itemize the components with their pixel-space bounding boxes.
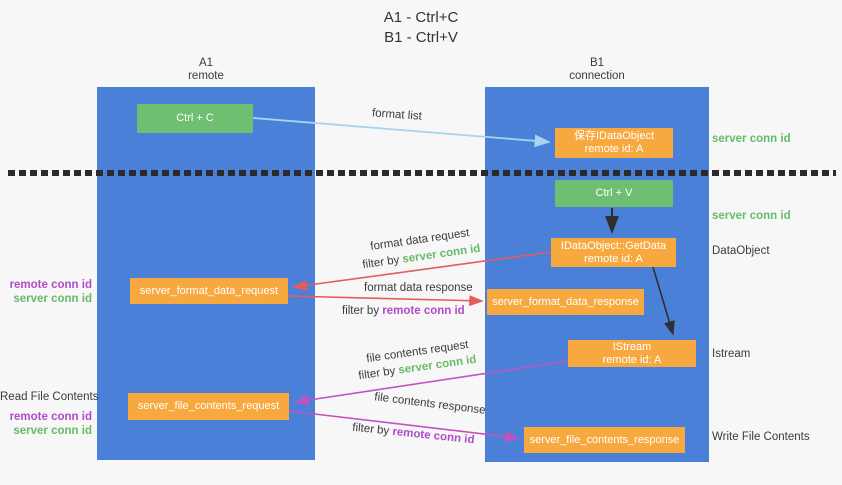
node-ctrl-v-label: Ctrl + V <box>595 187 633 199</box>
right-label-write-file-contents: Write File Contents <box>712 431 810 443</box>
node-getdata: IDataObject::GetData remote id: A <box>551 238 676 267</box>
node-server-format-data-request: server_format_data_request <box>130 278 288 304</box>
lane-a1-subtitle: remote <box>188 70 224 82</box>
lane-a1-title: A1 <box>198 57 214 69</box>
left-label-server-conn-id-bottom: server conn id <box>13 425 92 437</box>
filter-by-text: filter by <box>357 365 397 383</box>
edge-label-format-list: format list <box>372 107 423 122</box>
node-getdata-sub: remote id: A <box>584 252 643 265</box>
arrow-format-data-response <box>287 295 484 307</box>
node-server-file-contents-request-label: server_file_contents_request <box>137 400 280 412</box>
node-ctrl-c: Ctrl + C <box>137 104 253 133</box>
diagram-title-line1: A1 - Ctrl+C <box>383 9 459 26</box>
remote-conn-id-text: remote conn id <box>391 425 476 447</box>
lane-b1-title: B1 <box>589 57 605 69</box>
format-list-text: format list <box>371 107 423 123</box>
filter-by-text: filter by <box>351 421 390 438</box>
node-ctrl-c-label: Ctrl + C <box>176 112 214 124</box>
right-label-server-conn-id-mid: server conn id <box>712 210 791 222</box>
node-save-idataobject: 保存IDataObject remote id: A <box>555 128 673 158</box>
node-save-idataobject-title: 保存IDataObject <box>573 130 655 142</box>
dotted-divider <box>8 170 836 176</box>
right-label-istream: Istream <box>712 348 751 360</box>
lane-a1-header: A1 remote <box>97 57 315 83</box>
node-istream-sub: remote id: A <box>602 353 662 366</box>
right-label-server-conn-id-top: server conn id <box>712 133 791 145</box>
node-istream: IStream remote id: A <box>568 340 696 367</box>
node-server-file-contents-response-label: server_file_contents_response <box>529 433 680 446</box>
edge-label-format-data-response: format data response <box>364 282 473 294</box>
lane-b1-subtitle: connection <box>569 70 625 82</box>
edge-label-file-contents-response-filter: filter by remote conn id <box>352 422 475 447</box>
diagram-title-line2: B1 - Ctrl+V <box>384 29 458 46</box>
diagram-title: A1 - Ctrl+C B1 - Ctrl+V <box>0 8 842 48</box>
right-label-dataobject: DataObject <box>712 245 770 257</box>
left-label-remote-conn-id-mid: remote conn id <box>9 279 92 291</box>
node-save-idataobject-sub: remote id: A <box>584 143 644 155</box>
left-labels-bottom: Read File Contents remote conn id server… <box>0 390 99 438</box>
node-server-file-contents-request: server_file_contents_request <box>128 393 289 420</box>
left-label-server-conn-id-mid: server conn id <box>13 293 92 305</box>
file-contents-response-text: file contents response <box>373 391 487 417</box>
filter-by-text: filter by <box>342 305 380 317</box>
node-istream-title: IStream <box>612 340 652 353</box>
node-getdata-title: IDataObject::GetData <box>560 239 667 252</box>
edge-label-file-contents-response: file contents response <box>374 391 487 417</box>
lane-b1-header: B1 connection <box>485 57 709 83</box>
left-labels-mid: remote conn id server conn id <box>0 278 92 306</box>
format-data-response-text: format data response <box>364 282 473 294</box>
left-label-read-file-contents: Read File Contents <box>0 391 99 403</box>
left-label-remote-conn-id-bottom: remote conn id <box>9 411 92 423</box>
node-ctrl-v: Ctrl + V <box>555 180 673 207</box>
node-server-format-data-request-label: server_format_data_request <box>139 284 279 297</box>
remote-conn-id-text: remote conn id <box>382 305 465 317</box>
filter-by-text: filter by <box>361 254 401 272</box>
node-server-format-data-response: server_format_data_response <box>487 289 644 315</box>
edge-label-format-data-response-filter: filter by remote conn id <box>342 305 465 317</box>
node-server-file-contents-response: server_file_contents_response <box>524 427 685 453</box>
node-server-format-data-response-label: server_format_data_response <box>492 295 639 308</box>
